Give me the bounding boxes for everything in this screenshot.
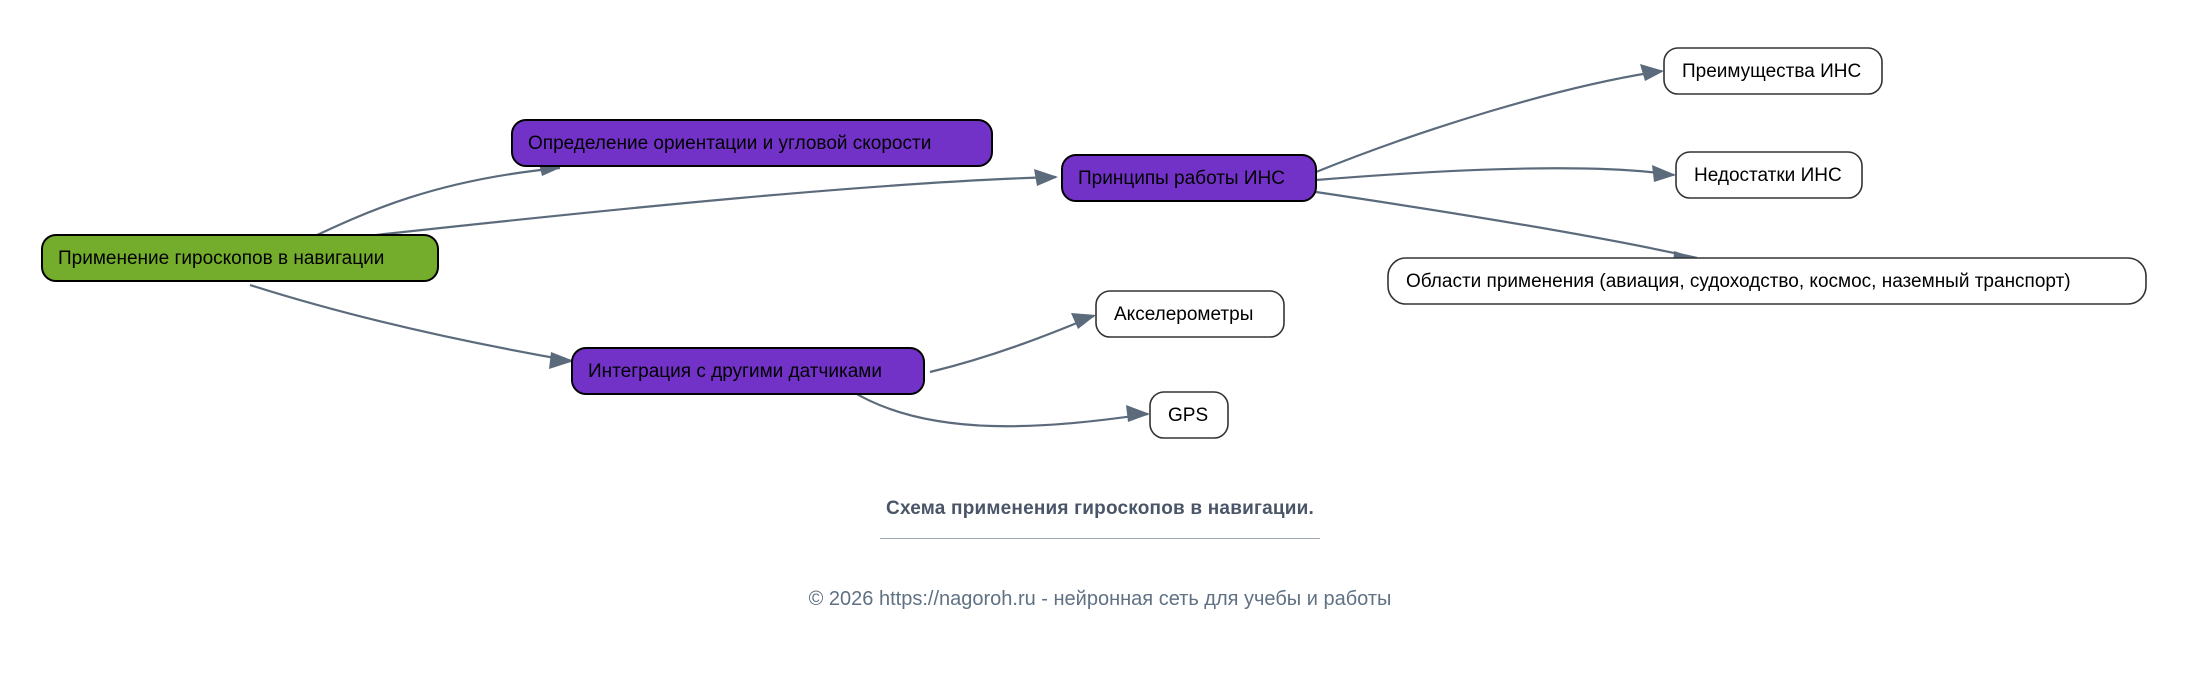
node-applications-shape[interactable] <box>1387 257 2147 305</box>
edge-integration-to-gps <box>849 389 1150 428</box>
node-integration-label: Интеграция с другими датчиками <box>588 361 882 382</box>
node-disadvantages-label: Недостатки ИНС <box>1694 165 1842 186</box>
node-accelerometers[interactable]: Акселерометры <box>1095 290 1285 338</box>
node-advantages-shape[interactable] <box>1663 47 1883 95</box>
node-applications-label: Области применения (авиация, судоходство… <box>1406 271 2071 292</box>
node-gps-shape[interactable] <box>1149 391 1229 439</box>
node-disadvantages[interactable]: Недостатки ИНС <box>1675 151 1863 199</box>
node-advantages-label: Преимущества ИНС <box>1682 61 1861 82</box>
node-advantages[interactable]: Преимущества ИНС <box>1663 47 1883 95</box>
mindmap-canvas: Применение гироскопов в навигации Опреде… <box>41 47 2147 439</box>
caption-divider <box>880 538 1320 539</box>
node-root-label: Применение гироскопов в навигации <box>58 248 384 269</box>
edge-root-to-ins <box>329 169 1058 242</box>
node-orientation[interactable]: Определение ориентации и угловой скорост… <box>511 119 993 167</box>
node-accelerometers-label: Акселерометры <box>1114 304 1253 325</box>
diagram-caption: Схема применения гироскопов в навигации. <box>886 498 1314 519</box>
node-integration[interactable]: Интеграция с другими датчиками <box>571 347 925 395</box>
footer-copyright: © 2026 https://nagoroh.ru - нейронная се… <box>808 588 1392 610</box>
edge-integration-to-accelerometers <box>929 313 1096 374</box>
node-applications[interactable]: Области применения (авиация, судоходство… <box>1387 257 2147 305</box>
edge-ins-to-advantages <box>1315 64 1664 174</box>
node-ins[interactable]: Принципы работы ИНС <box>1061 154 1317 202</box>
edge-ins-to-disadvantages <box>1315 165 1676 182</box>
node-root[interactable]: Применение гироскопов в навигации <box>41 234 439 282</box>
node-ins-shape[interactable] <box>1061 154 1317 202</box>
node-root-shape[interactable] <box>41 234 439 282</box>
node-ins-label: Принципы работы ИНС <box>1078 168 1285 189</box>
diagram-caption-block: Схема применения гироскопов в навигации. <box>0 498 2200 539</box>
edge-layer <box>249 64 1699 428</box>
node-orientation-label: Определение ориентации и угловой скорост… <box>528 133 931 154</box>
node-disadvantages-shape[interactable] <box>1675 151 1863 199</box>
node-gps[interactable]: GPS <box>1149 391 1229 439</box>
node-gps-label: GPS <box>1168 405 1208 426</box>
edge-ins-to-applications <box>1315 190 1699 268</box>
node-orientation-shape[interactable] <box>511 119 993 167</box>
node-layer: Применение гироскопов в навигации Опреде… <box>41 47 2147 439</box>
edge-root-to-orientation <box>299 160 561 244</box>
edge-root-to-integration <box>249 283 574 369</box>
node-accelerometers-shape[interactable] <box>1095 290 1285 338</box>
node-integration-shape[interactable] <box>571 347 925 395</box>
